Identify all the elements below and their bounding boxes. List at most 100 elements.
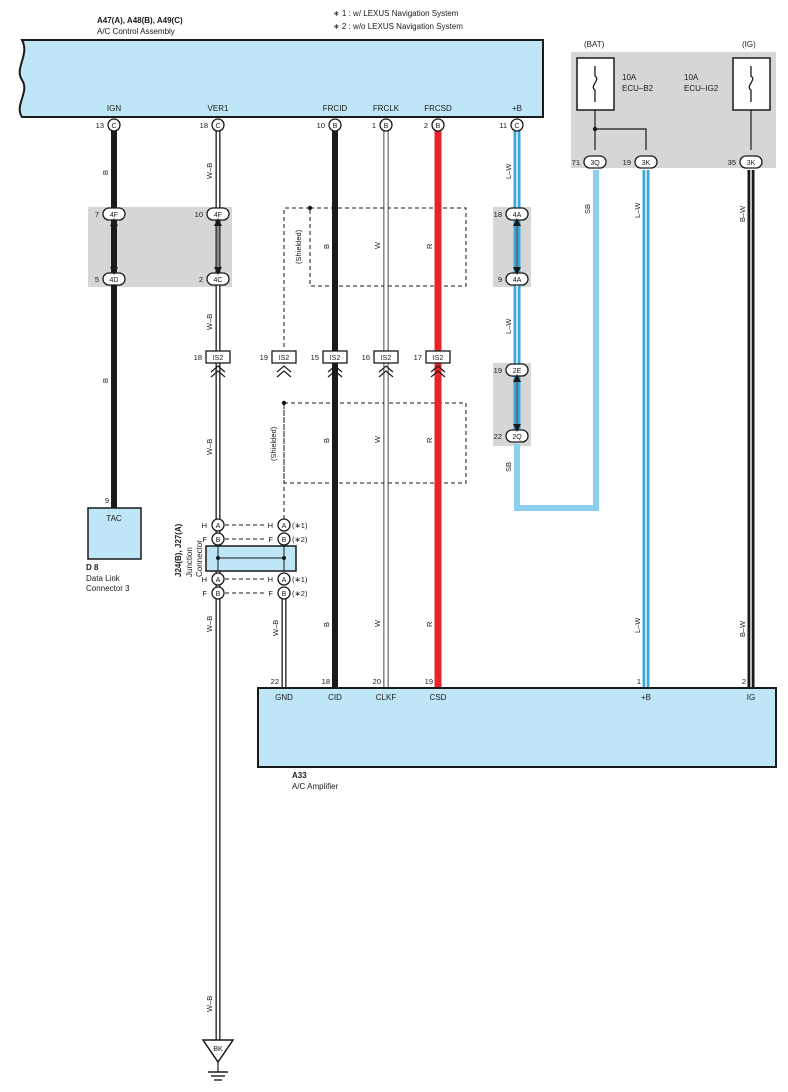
fuse-ecu-ig2-rating: 10A [684,73,699,82]
wire-label-plusb-1: L–W [504,163,513,179]
amp-terminal-csd: CSD [430,693,447,702]
svg-text:H: H [202,575,207,584]
wire-label-ver1-1: W–B [205,163,214,179]
dlc-terminal-label: TAC [106,514,122,523]
amplifier-box [257,687,777,768]
ctrl-pin-ver1: C 18 [200,118,225,132]
svg-text:19: 19 [494,366,502,375]
wire-label-ign-2: B [101,378,110,383]
junction-pin-left-f-top: B F [202,532,225,546]
svg-text:13: 13 [96,121,104,130]
amplifier-name: A/C Amplifier [292,782,339,791]
svg-text:IS2: IS2 [381,355,392,362]
fuse-ecu-ig2-element [748,66,754,102]
wire-label-frclk-1: W [373,241,382,249]
dlc-name-2: Connector 3 [86,584,130,593]
svg-text:C: C [215,123,220,130]
inline-2-4c: 4C 2 [199,272,230,286]
shielded-label-upper: (Shielded) [294,229,303,264]
svg-text:71: 71 [572,158,580,167]
ctrl-pin-plusb: C 11 [499,118,524,132]
svg-text:(∗1): (∗1) [292,521,308,530]
svg-text:B: B [436,123,441,130]
svg-text:4F: 4F [110,212,118,219]
wire-label-bat-lw-1: L–W [633,202,642,218]
svg-text:A: A [282,577,287,584]
is2-connector-17: IS2 17 [414,350,451,378]
ctrl-pin-ign: C 13 [96,118,121,132]
wire-label-ver1-2: W–B [205,314,214,330]
is2-connector-18: IS2 18 [194,350,231,378]
amp-pin-cid: 18 [322,677,330,686]
amp-terminal-clkf: CLKF [376,693,397,702]
fuse-ecu-b2-name: ECU–B2 [622,84,654,93]
wire-label-ig-bw-2: B–W [738,620,747,637]
inline-18-4a: 4A 18 [494,207,529,221]
wire-label-ver1-4: W–B [205,616,214,632]
fuse-pin-35-3k: 3K 35 [728,155,763,169]
amp-terminal-ig: IG [747,693,755,702]
terminal-frcid-label: FRCID [323,104,348,113]
is2-connector-19: IS2 19 [260,350,297,378]
svg-text:H: H [268,521,273,530]
svg-text:IS2: IS2 [213,355,224,362]
svg-text:C: C [514,123,519,130]
svg-text:2: 2 [424,121,428,130]
svg-text:F: F [268,589,273,598]
svg-text:H: H [268,575,273,584]
svg-text:4A: 4A [513,277,522,284]
junction-name-2: Connector [195,540,204,577]
fuse-ecu-b2-element [592,66,598,102]
wire-label-sb-lower: SB [504,462,513,472]
svg-text:2: 2 [199,275,203,284]
junction-pin-left-h-top: A H [202,518,225,532]
terminal-ver1-label: VER1 [208,104,229,113]
note-2: ∗ 2 : w/o LEXUS Navigation System [333,22,463,31]
svg-text:B: B [384,123,389,130]
inline-22-2q: 2Q 22 [494,429,529,443]
wire-label-ig-bw-1: B–W [738,205,747,222]
svg-text:9: 9 [498,275,502,284]
wire-label-ver1-3: W–B [205,439,214,455]
svg-text:F: F [202,535,207,544]
svg-text:1: 1 [372,121,376,130]
svg-text:18: 18 [200,121,208,130]
svg-text:B: B [333,123,338,130]
svg-text:IS2: IS2 [279,355,290,362]
wire-label-frcsd-2: R [425,437,434,443]
svg-text:3K: 3K [642,160,651,167]
wire-label-ver1-5: W–B [205,996,214,1012]
wire-label-frcid-1: B [322,244,331,249]
control-assembly-code: A47(A), A48(B), A49(C) [97,16,183,25]
svg-text:IS2: IS2 [433,355,444,362]
wire-label-ign-1: B [101,170,110,175]
is2-connector-15: IS2 15 [311,350,348,378]
wire-label-frcsd-1: R [425,243,434,249]
terminal-frclk-label: FRCLK [373,104,400,113]
svg-text:7: 7 [95,210,99,219]
svg-text:BK: BK [213,1046,223,1053]
svg-text:(∗1): (∗1) [292,575,308,584]
svg-text:4C: 4C [214,277,223,284]
fuse-bat-source: (BAT) [584,40,605,49]
amp-terminal-gnd: GND [275,693,293,702]
svg-text:19: 19 [623,158,631,167]
fuse-pin-19-3k: 3K 19 [623,155,658,169]
svg-text:A: A [216,523,221,530]
svg-text:22: 22 [494,432,502,441]
svg-text:A: A [216,577,221,584]
svg-text:B: B [282,591,287,598]
svg-text:10: 10 [195,210,203,219]
svg-text:F: F [202,589,207,598]
svg-text:19: 19 [260,353,268,362]
amp-pin-ig: 2 [742,677,746,686]
shield-drain-upper [283,207,310,350]
junction-pin-right-f-top: B F (∗2) [268,532,308,546]
is2-connector-16: IS2 16 [362,350,399,378]
svg-text:10: 10 [317,121,325,130]
wire-label-frcid-2: B [322,438,331,443]
junction-pin-right-h-top: A H (∗1) [268,518,308,532]
wire-label-frcsd-3: R [425,621,434,627]
junction-pin-right-f-bottom: B F (∗2) [268,586,308,600]
